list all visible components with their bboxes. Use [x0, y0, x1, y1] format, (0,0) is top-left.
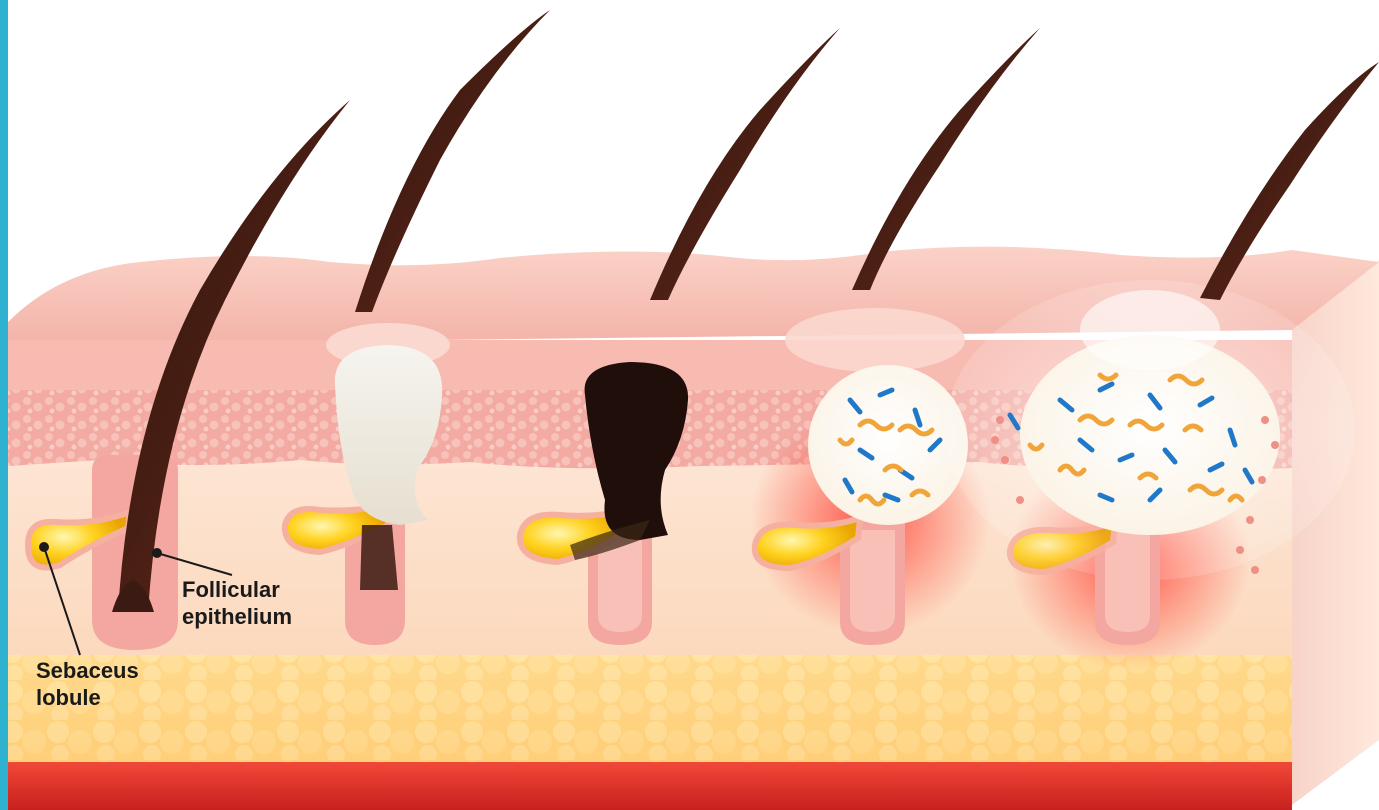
sebaceus-label-line1: Sebaceus [36, 658, 139, 683]
left-frame-bar [0, 0, 8, 810]
muscle-layer [8, 760, 1292, 810]
follicular-label-line1: Follicular [182, 577, 280, 602]
follicular-label-line2: epithelium [182, 604, 292, 629]
sebaceus-label-line2: lobule [36, 685, 101, 710]
